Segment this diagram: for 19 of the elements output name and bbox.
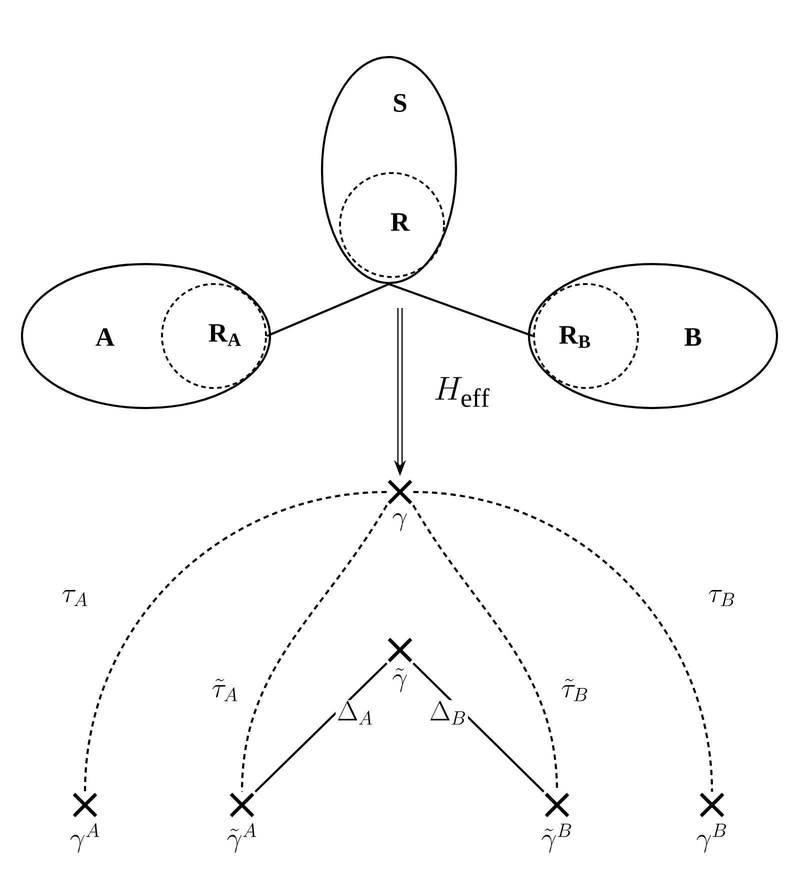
dashed-arc [84, 490, 387, 792]
cross-mark: $\tilde{\gamma}^B$ [542, 792, 572, 853]
cross-mark: $\gamma^B$ [696, 792, 726, 853]
connector-line [254, 662, 388, 792]
edge-label: $\tilde{\tau}_A$ [210, 678, 240, 702]
connector-line [412, 662, 544, 792]
dashed-arc [413, 490, 714, 792]
edge-label: $\tilde{\tau}_B$ [560, 678, 590, 702]
edge-label: $H_{\mathrm{eff}}$ [432, 376, 492, 408]
connector-line [388, 283, 534, 338]
cross-mark: $\gamma$ [387, 479, 413, 532]
cross-mark: $\tilde{\gamma}^A$ [227, 792, 256, 853]
cross-mark: $\tilde{\gamma}$ [387, 637, 413, 692]
edge-label: $\tau_A$ [60, 588, 90, 608]
connector-line [266, 283, 390, 337]
edge-label: $\tau_B$ [706, 588, 738, 608]
cross-mark: $\gamma^A$ [70, 792, 99, 853]
edge-label: $\Delta_A$ [336, 700, 374, 726]
edge-label: $\Delta_B$ [428, 700, 468, 726]
